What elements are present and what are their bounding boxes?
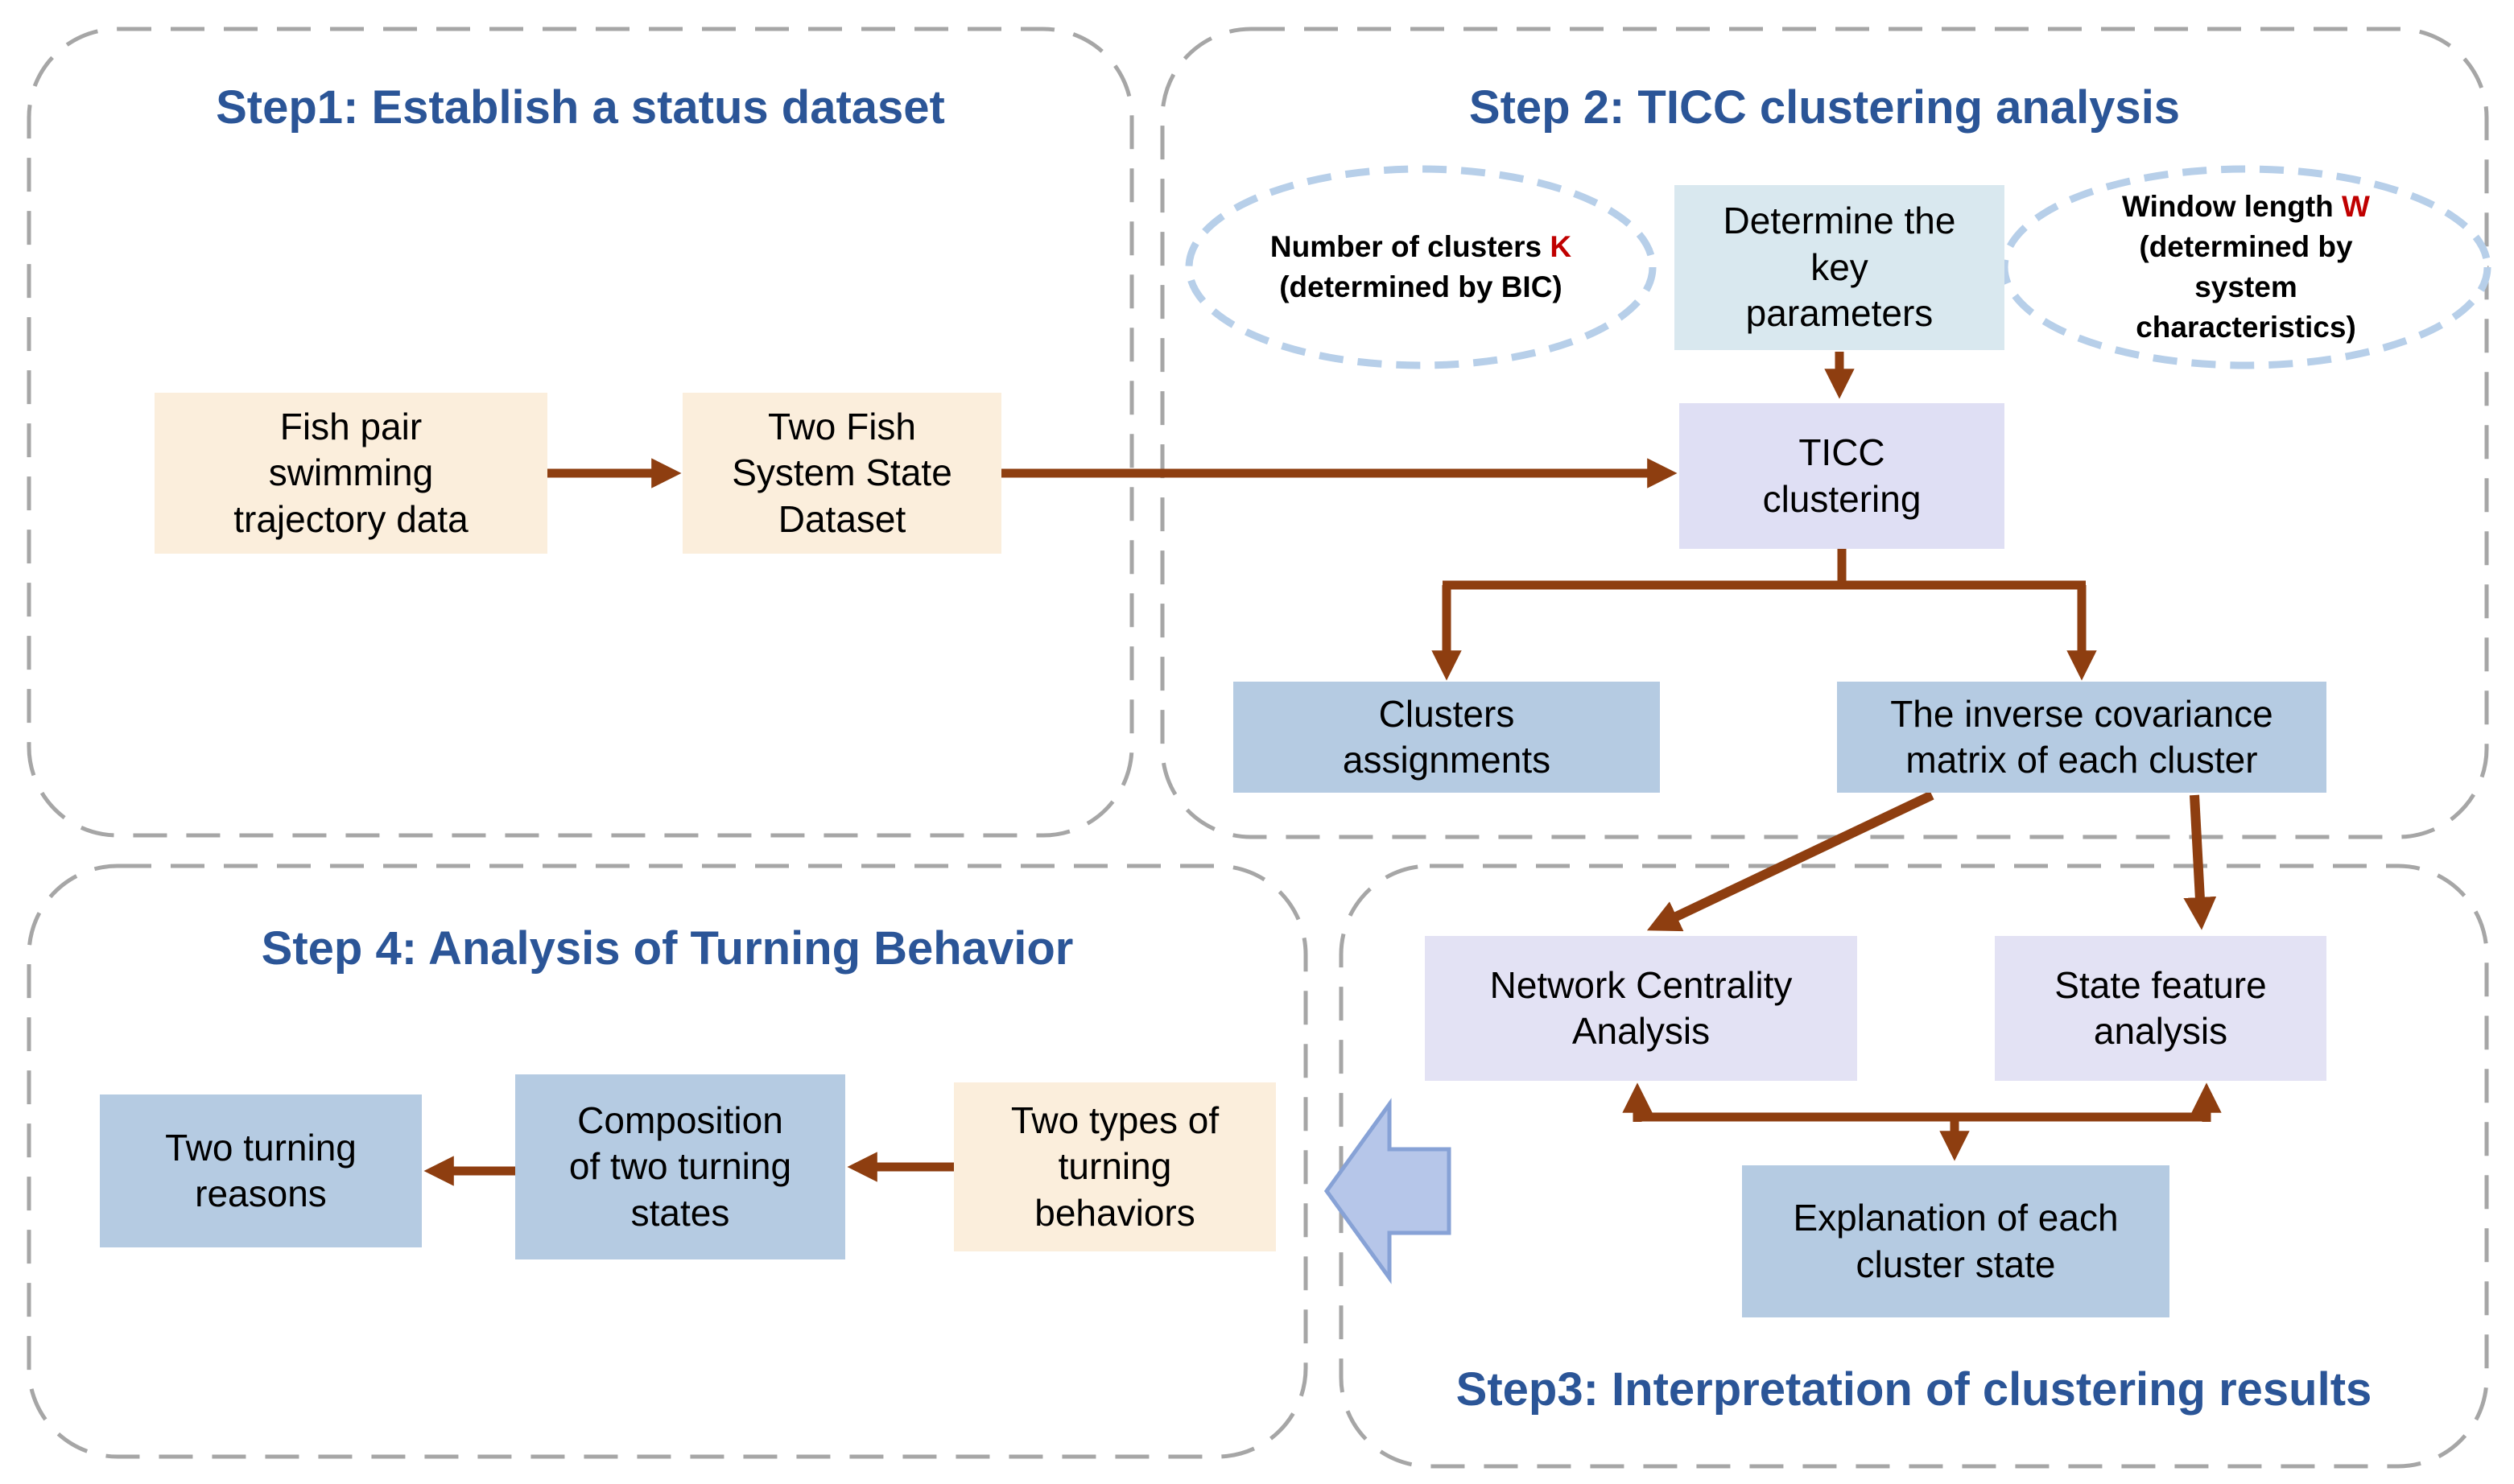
clusters-assignments-box: Clusters assignments	[1233, 682, 1660, 793]
step3-panel	[1339, 864, 2489, 1469]
determine-parameters-box: Determine the key parameters	[1674, 185, 2004, 350]
clusters-k-ellipse	[1185, 165, 1657, 369]
step4-title: Step 4: Analysis of Turning Behavior	[261, 922, 1074, 975]
step3-title: Step3: Interpretation of clustering resu…	[1455, 1363, 2372, 1416]
step1-title: Step1: Establish a status dataset	[216, 81, 945, 134]
two-turning-reasons-box: Two turning reasons	[100, 1094, 422, 1247]
fish-pair-trajectory-box: Fish pair swimming trajectory data	[155, 393, 547, 554]
network-centrality-box: Network Centrality Analysis	[1425, 936, 1857, 1081]
ticc-clustering-box: TICC clustering	[1679, 403, 2004, 549]
explanation-cluster-box: Explanation of each cluster state	[1742, 1165, 2169, 1317]
left-block-arrow	[1323, 1098, 1451, 1284]
window-w-label: Window length W (determined by system ch…	[2122, 190, 2370, 344]
step2-title: Step 2: TICC clustering analysis	[1468, 81, 2181, 134]
state-feature-box: State feature analysis	[1995, 936, 2326, 1081]
step2-panel	[1160, 27, 2489, 839]
arrow-covariance-to-network	[1646, 790, 1934, 932]
clusters-k-label: Number of clusters K (determined by BIC)	[1269, 230, 1572, 303]
composition-turning-states-box: Composition of two turning states	[515, 1074, 845, 1259]
step1-panel	[27, 27, 1134, 838]
two-types-turning-box: Two types of turning behaviors	[954, 1082, 1276, 1251]
two-fish-dataset-box: Two Fish System State Dataset	[683, 393, 1001, 554]
param-k: K	[1550, 230, 1572, 264]
param-w: W	[2342, 190, 2370, 224]
ticc-split-connector	[1443, 549, 2086, 590]
step4-panel	[27, 864, 1308, 1459]
arrow-covariance-to-state	[2183, 794, 2217, 930]
window-w-ellipse	[2000, 165, 2491, 369]
inverse-covariance-box: The inverse covariance matrix of each cl…	[1837, 682, 2326, 793]
